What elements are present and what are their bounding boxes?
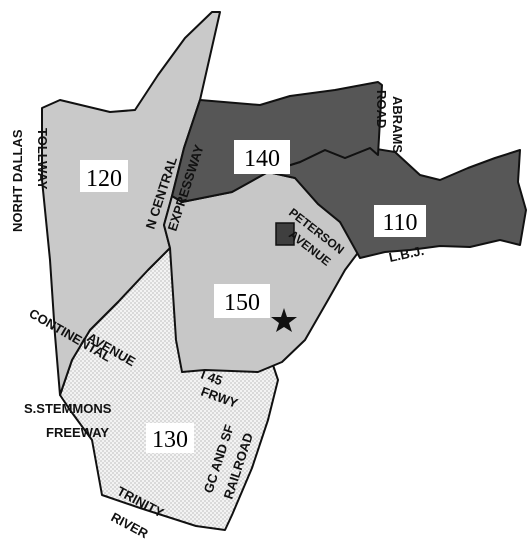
star-icon bbox=[271, 308, 297, 332]
label-box-110: 110 bbox=[374, 205, 426, 237]
region-label-140: 140 bbox=[244, 146, 280, 172]
road-label-north-dallas-2: TOLLWAY bbox=[35, 128, 50, 190]
region-label-130: 130 bbox=[152, 427, 188, 453]
road-label-north-dallas-1: NORHT DALLAS bbox=[10, 129, 25, 232]
label-box-130: 130 bbox=[146, 423, 194, 453]
label-box-140: 140 bbox=[234, 140, 290, 174]
building-block bbox=[275, 222, 295, 246]
road-label-stemmons-1: S.STEMMONS bbox=[24, 401, 112, 416]
road-label-stemmons-2: FREEWAY bbox=[46, 425, 109, 440]
road-label-trinity-2: RIVER bbox=[109, 509, 152, 541]
road-label-abrams-2: ROAD bbox=[374, 90, 389, 128]
region-label-120: 120 bbox=[86, 166, 122, 192]
label-box-120: 120 bbox=[80, 160, 128, 192]
region-label-110: 110 bbox=[382, 210, 417, 236]
label-box-150: 150 bbox=[214, 284, 270, 318]
road-label-lbj: L.B.J. bbox=[388, 243, 426, 265]
road-label-abrams-1: ABRAMS bbox=[390, 96, 405, 153]
road-label-i45-1: I 45 bbox=[199, 367, 225, 389]
region-label-150: 150 bbox=[224, 290, 260, 316]
